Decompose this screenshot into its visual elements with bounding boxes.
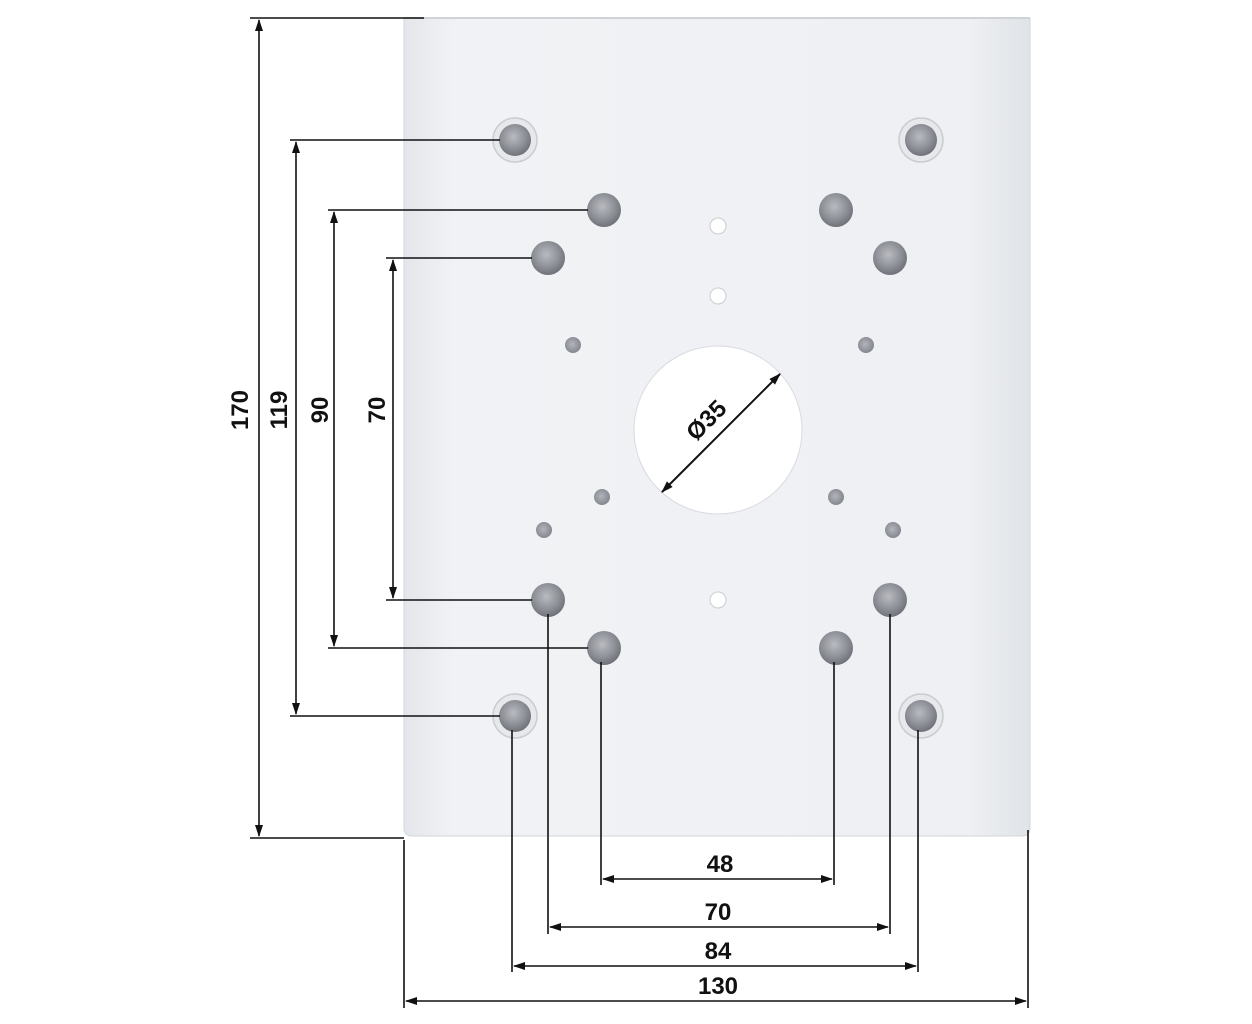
small-hole (709, 217, 727, 235)
hole-inner-bottom-right (873, 583, 907, 617)
hole-inner-top-right (873, 241, 907, 275)
vertical-dimensions (250, 17, 588, 839)
dimension-label-90: 90 (307, 397, 334, 424)
small-hole (594, 489, 610, 505)
hole-outer-bottom-left (492, 693, 538, 739)
hole-group-mid (587, 193, 853, 665)
small-hole (828, 489, 844, 505)
hole-mid-top-left (587, 193, 621, 227)
small-holes (536, 217, 901, 609)
hole-group-outer (492, 117, 944, 739)
center-hole: Ø35 (633, 345, 803, 515)
hole-outer-top-right (898, 117, 944, 163)
hole-group-inner (531, 241, 907, 617)
small-hole (536, 522, 552, 538)
hole-outer-bottom-right (898, 693, 944, 739)
dimension-label-119: 119 (266, 391, 293, 430)
dimension-label-48: 48 (707, 851, 734, 878)
hole-outer-top-left (492, 117, 538, 163)
hole-inner-top-left (531, 241, 565, 275)
small-hole (709, 591, 727, 609)
hole-mid-top-right (819, 193, 853, 227)
horizontal-dimensions (403, 614, 1029, 1008)
hole-mid-bottom-right (819, 631, 853, 665)
dimension-label-70-horizontal: 70 (705, 899, 732, 926)
small-hole (858, 337, 874, 353)
small-hole (885, 522, 901, 538)
dimension-label-84: 84 (705, 938, 732, 965)
horizontal-dimension-labels: 48 70 84 130 (698, 851, 738, 1000)
hole-inner-bottom-left (531, 583, 565, 617)
dimension-label-70-vertical: 70 (364, 397, 391, 424)
small-hole (709, 287, 727, 305)
hole-mid-bottom-left (587, 631, 621, 665)
center-hole-circle (633, 345, 803, 515)
center-hole-diameter-line (661, 373, 781, 493)
dimension-label-130: 130 (698, 973, 738, 1000)
dimension-label-170: 170 (227, 390, 254, 430)
small-hole (565, 337, 581, 353)
vertical-dimension-labels: 170 119 90 70 (227, 390, 391, 430)
